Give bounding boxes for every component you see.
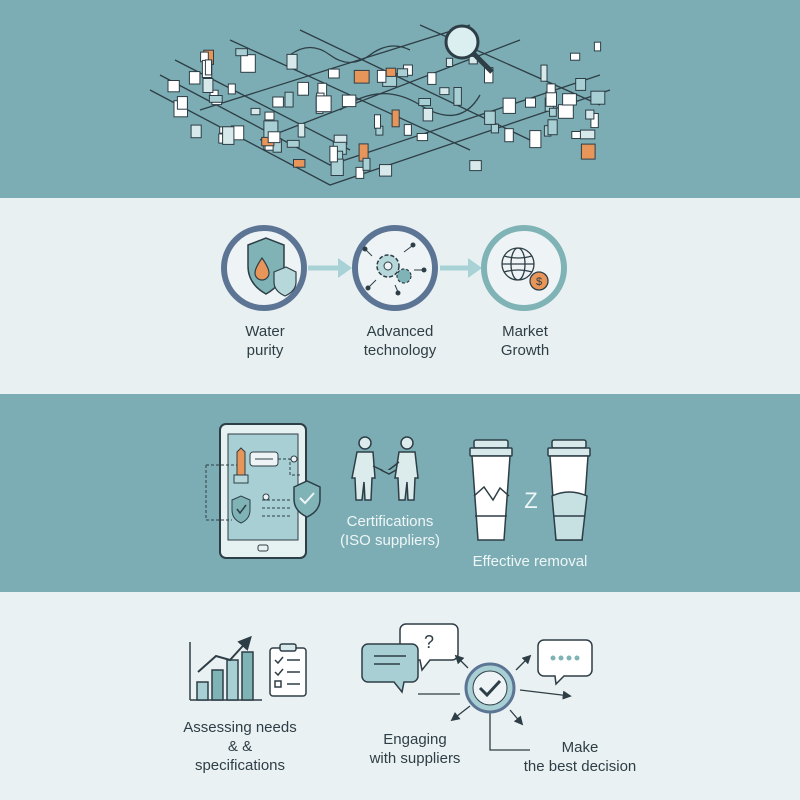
city-building [469, 160, 482, 172]
city-building [439, 87, 450, 96]
connector-arrows [418, 654, 572, 751]
step-label-market-growth: Market Growth [500, 323, 550, 359]
step-label-advanced-technology: Advanced technology [363, 323, 437, 359]
chat-dots-icon [537, 639, 593, 686]
best-decision-label: Make the best decision [523, 739, 637, 775]
city-building [297, 81, 309, 96]
city-building [250, 107, 261, 116]
cup-after-icon [547, 439, 591, 541]
city-building [267, 131, 281, 144]
city-building [502, 97, 516, 114]
city-building [585, 109, 595, 120]
city-building [385, 67, 397, 77]
city-building [445, 57, 454, 67]
city-building [222, 126, 235, 145]
city-building [204, 59, 212, 76]
city-building [329, 145, 338, 163]
certifications-label: Certifications (ISO suppliers) [339, 513, 441, 549]
city-building [188, 71, 201, 85]
city-building [403, 124, 412, 136]
city-building [227, 83, 236, 95]
city-building [529, 130, 542, 149]
city-building [208, 95, 223, 103]
city-building [396, 68, 409, 78]
city-building [391, 109, 400, 128]
city-building [590, 113, 599, 129]
check-circle-icon [464, 662, 516, 714]
city-building [240, 54, 256, 73]
city-building [547, 119, 558, 136]
city-building [264, 111, 275, 121]
handshake-icon [351, 436, 419, 501]
step-arrow-1 [308, 258, 352, 278]
city-building [453, 87, 462, 106]
city-building [328, 68, 340, 79]
engaging-suppliers-label: Engaging with suppliers [369, 731, 461, 767]
city-building [546, 83, 556, 94]
decision-band [0, 592, 800, 800]
city-building [286, 53, 298, 70]
city-building [167, 80, 180, 93]
magnifier-icon [444, 24, 494, 74]
city-building [355, 166, 365, 179]
city-building [590, 90, 606, 105]
city-building [427, 72, 437, 85]
water-purity-step-icon [221, 225, 307, 311]
bar-chart-icon [189, 635, 262, 701]
message-bubble-icon [361, 643, 419, 694]
question-mark: ? [424, 632, 434, 652]
city-building [490, 123, 499, 134]
assessing-needs-label: Assessing needs & & specifications [183, 719, 297, 774]
city-building [562, 93, 577, 106]
city-building [575, 78, 587, 91]
city-building [190, 124, 202, 139]
city-building [176, 96, 188, 110]
effective-removal-label: Effective removal [472, 553, 588, 570]
city-building [422, 107, 434, 122]
city-building [593, 41, 602, 52]
top-map-band [0, 0, 800, 198]
city-building [286, 139, 300, 148]
city-building [557, 104, 574, 119]
city-building [272, 96, 284, 108]
city-building [293, 159, 306, 168]
city-building [580, 143, 596, 160]
shield-check-icon [293, 480, 321, 518]
city-building [362, 157, 371, 171]
cup-before-icon [469, 439, 513, 541]
city-building [353, 69, 370, 84]
city-building [379, 164, 393, 177]
city-building [235, 48, 248, 57]
city-building [484, 110, 496, 125]
city-building [540, 64, 548, 82]
technology-step-icon [352, 225, 438, 311]
city-building [579, 129, 596, 140]
city-building [374, 114, 381, 129]
city-building [315, 95, 332, 113]
city-building [525, 97, 536, 108]
city-building [297, 122, 306, 138]
city-building [202, 78, 214, 93]
city-building [418, 98, 431, 107]
city-building [341, 94, 357, 108]
step-arrow-2 [440, 258, 482, 278]
step-label-water-purity: Water purity [245, 323, 285, 359]
market-growth-step-icon: $ [481, 225, 567, 311]
checklist-icon [269, 643, 307, 697]
tablet-icon [205, 423, 307, 559]
z-mark: Z [524, 488, 537, 513]
city-building [504, 128, 514, 143]
svg-text:$: $ [536, 276, 542, 288]
city-building [549, 107, 557, 117]
city-building [416, 133, 429, 142]
city-building [376, 69, 387, 83]
city-building [570, 52, 581, 61]
city-building [284, 91, 294, 108]
city-building [545, 91, 557, 107]
city-buildings [167, 41, 606, 179]
